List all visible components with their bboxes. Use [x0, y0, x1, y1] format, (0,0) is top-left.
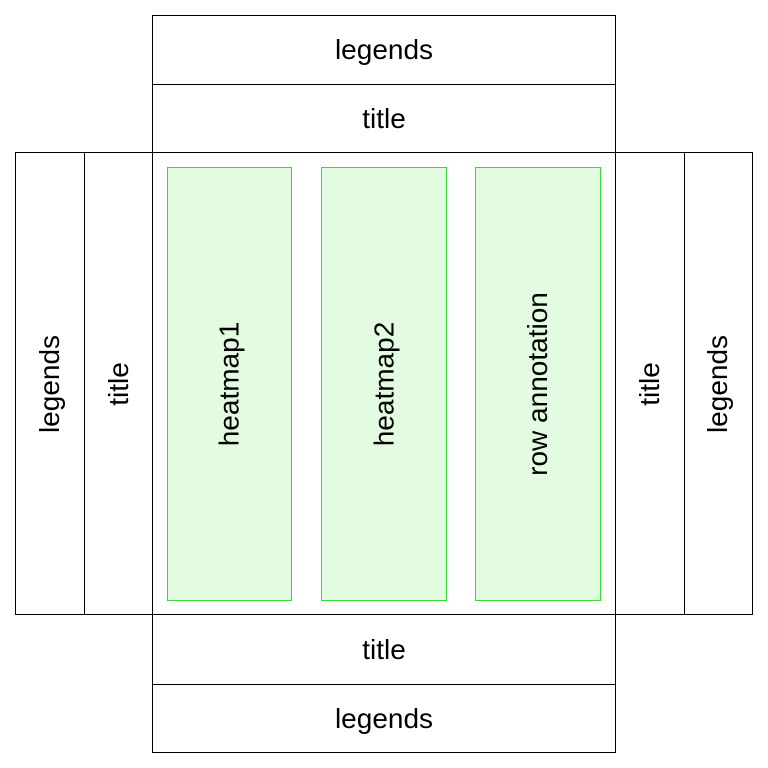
heatmap2-panel: heatmap2	[321, 167, 447, 601]
left-title-label: title	[102, 361, 134, 406]
top-legends-label: legends	[334, 34, 434, 65]
top-legends-box: legends	[152, 15, 616, 85]
top-title-box: title	[152, 84, 616, 154]
right-title-box: title	[615, 152, 685, 615]
left-title-box: title	[84, 152, 154, 615]
right-title-label: title	[633, 361, 665, 406]
bottom-title-box: title	[152, 614, 616, 685]
bottom-title-label: title	[362, 633, 406, 665]
heatmap1-panel: heatmap1	[167, 167, 292, 601]
right-legends-box: legends	[684, 152, 753, 615]
row-annotation-label: row annotation	[522, 292, 553, 476]
left-legends-box: legends	[15, 152, 85, 615]
heatmap2-label: heatmap2	[368, 321, 400, 447]
bottom-legends-box: legends	[152, 684, 616, 753]
left-legends-label: legends	[34, 334, 65, 433]
top-title-label: title	[362, 103, 406, 134]
heatmap1-label: heatmap1	[213, 321, 245, 447]
bottom-legends-label: legends	[334, 702, 434, 734]
right-legends-label: legends	[702, 334, 734, 433]
row-annotation-panel: row annotation	[475, 167, 601, 601]
